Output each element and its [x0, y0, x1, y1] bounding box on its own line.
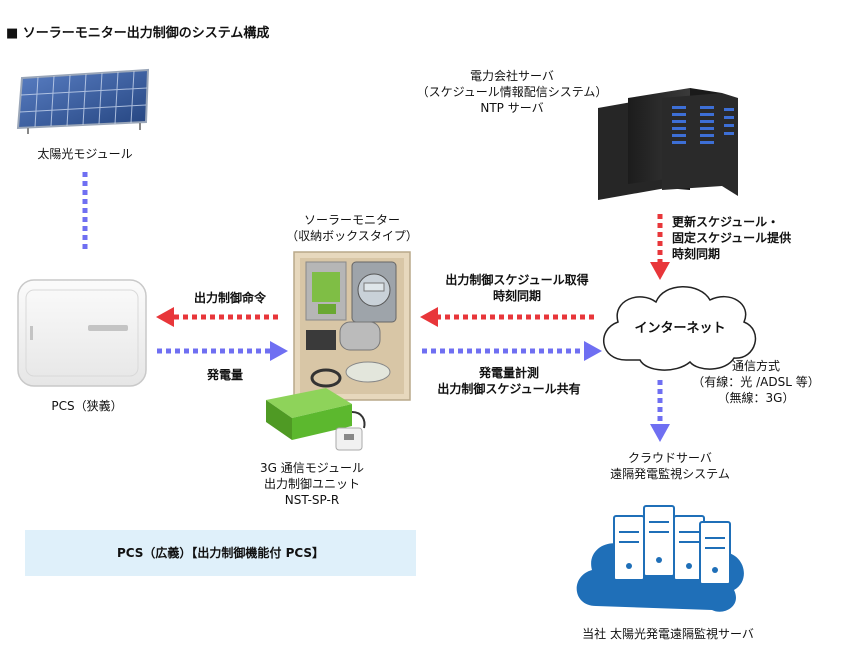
measure-share-label-line1: 発電量計測: [478, 366, 539, 380]
solar-module-label: 太陽光モジュール: [37, 147, 133, 161]
power-company-label-line1: 電力会社サーバ: [470, 69, 554, 83]
comm-unit-label-line3: NST-SP-R: [284, 493, 340, 507]
cloud-server-icon: [576, 505, 744, 612]
comm-unit-label-line1: 3G 通信モジュール: [260, 461, 364, 475]
schedule-acquire-label-line1: 出力制御スケジュール取得: [445, 273, 589, 287]
measure-share-label: 発電量計測 出力制御スケジュール共有: [424, 365, 594, 397]
solar-panel-icon: [16, 68, 150, 134]
schedule-acquire-arrow: [420, 307, 594, 327]
comm-unit-label: 3G 通信モジュール 出力制御ユニット NST-SP-R: [232, 460, 392, 508]
update-schedule-arrow: [650, 214, 670, 280]
generation-arrow: [157, 341, 288, 361]
power-company-label: 電力会社サーバ （スケジュール情報配信システム） NTP サーバ: [392, 68, 632, 116]
power-company-label-line3: NTP サーバ: [480, 101, 544, 115]
update-schedule-label-line2: 固定スケジュール提供: [672, 231, 792, 245]
update-schedule-label-line1: 更新スケジュール・: [672, 215, 780, 229]
control-command-label: 出力制御命令: [193, 291, 266, 305]
power-company-label-line2: （スケジュール情報配信システム）: [416, 85, 608, 99]
cloud-server-label: クラウドサーバ 遠隔発電監視システム: [590, 450, 750, 482]
update-schedule-label-line3: 時刻同期: [672, 247, 721, 261]
control-command-arrow: [156, 307, 278, 327]
company-server-label: 当社 太陽光発電遠隔監視サーバ: [582, 627, 754, 641]
comm-method-label-line1: 通信方式: [731, 359, 780, 373]
measure-share-label-line2: 出力制御スケジュール共有: [437, 382, 581, 396]
internet-cloud-icon: [602, 286, 757, 371]
comm-method-label-line2: （有線：光 /ADSL 等）: [692, 375, 820, 389]
comm-method-label: 通信方式 （有線：光 /ADSL 等） （無線：3G）: [676, 358, 836, 406]
schedule-acquire-label: 出力制御スケジュール取得 時刻同期: [432, 272, 602, 304]
update-schedule-label: 更新スケジュール・ 固定スケジュール提供 時刻同期: [672, 214, 822, 262]
cloud-server-label-line1: クラウドサーバ: [628, 451, 712, 465]
comm-unit-label-line2: 出力制御ユニット: [263, 477, 360, 491]
measure-share-arrow: [422, 341, 602, 361]
solar-monitor-label-line1: ソーラーモニター: [303, 213, 400, 227]
internet-label: インターネット: [634, 321, 726, 336]
pcs-broad-band: [25, 530, 416, 576]
generation-label: 発電量: [206, 368, 243, 382]
server-rack-icon: [598, 88, 738, 200]
cloud-server-label-line2: 遠隔発電監視システム: [610, 467, 730, 481]
internet-to-cloud-arrow: [650, 380, 670, 442]
pcs-unit-icon: [17, 279, 147, 387]
pcs-narrow-label: PCS（狭義）: [51, 399, 123, 413]
comm-method-label-line3: （無線：3G）: [717, 391, 795, 405]
comm-module-icon: [266, 388, 366, 451]
diagram-title: ■ ソーラーモニター出力制御のシステム構成: [6, 26, 270, 41]
solar-monitor-label-line2: （収納ボックスタイプ）: [286, 229, 418, 243]
solar-monitor-label: ソーラーモニター （収納ボックスタイプ）: [272, 212, 432, 244]
schedule-acquire-label-line2: 時刻同期: [492, 289, 541, 303]
pcs-broad-label: PCS（広義）【出力制御機能付 PCS】: [116, 546, 325, 560]
solar-monitor-box-icon: [293, 251, 411, 401]
